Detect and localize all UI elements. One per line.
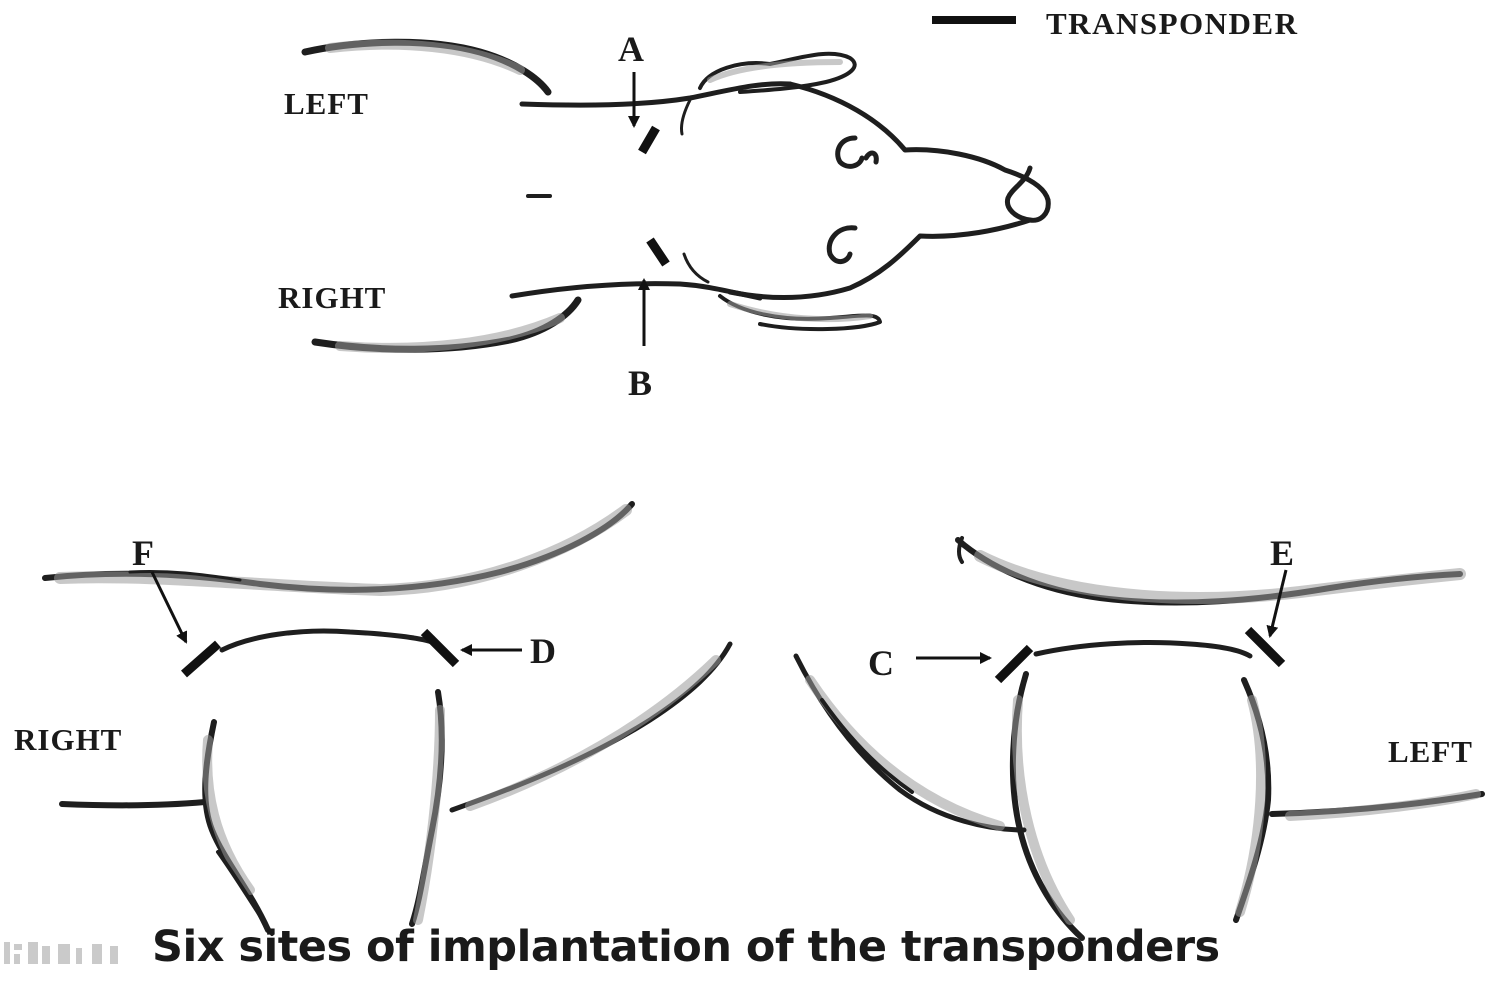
- ventral-view-right: [796, 538, 1482, 938]
- top-right-side-label: RIGHT: [278, 280, 386, 316]
- transponder-e: [1248, 630, 1282, 664]
- legend-transponder-label: TRANSPONDER: [1046, 6, 1298, 42]
- site-d-label: D: [530, 630, 557, 672]
- top-left-side-label: LEFT: [284, 86, 369, 122]
- eye-upper: [838, 138, 877, 166]
- bottom-right-side-label: LEFT: [1388, 734, 1473, 770]
- upper-body-outline: [522, 84, 790, 105]
- shoulder-arc-left: [222, 631, 432, 650]
- arrow-e: [1270, 570, 1286, 636]
- transponder-b: [650, 240, 666, 264]
- site-f-label: F: [132, 532, 155, 574]
- head-outline-lower: [730, 220, 1030, 298]
- site-a-label: A: [618, 28, 645, 70]
- bottom-left-side-label: RIGHT: [14, 722, 122, 758]
- shoulder-arc-right: [1036, 642, 1250, 656]
- snout: [1007, 168, 1048, 220]
- transponder-d: [424, 632, 456, 664]
- site-e-label: E: [1270, 532, 1295, 574]
- site-c-label: C: [868, 642, 895, 684]
- head-outline-upper: [790, 84, 1048, 200]
- site-b-label: B: [628, 362, 653, 404]
- rat-head-top-view: [305, 42, 1048, 349]
- limb-left-outer: [62, 802, 205, 805]
- figure-number-mark: [2, 934, 142, 972]
- figure-caption: Six sites of implantation of the transpo…: [152, 922, 1220, 972]
- transponder-f: [184, 644, 218, 674]
- eye-lower: [829, 228, 855, 262]
- limb-right-inner: [796, 656, 1024, 830]
- transponder-a: [642, 128, 656, 152]
